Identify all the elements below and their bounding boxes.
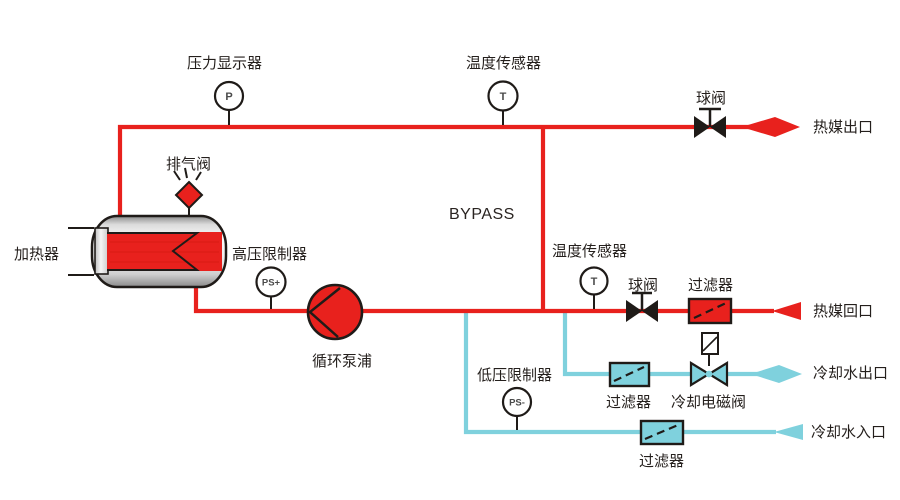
valve-body-icon <box>626 300 642 322</box>
cool-outlet-arrow <box>757 365 802 383</box>
low-pressure-switch: PS- <box>501 386 533 430</box>
instrument-bubble <box>487 80 519 112</box>
circulation-pump <box>306 283 364 341</box>
instrument-bubble <box>255 266 287 298</box>
label-hot-outlet: 热媒出口 <box>813 119 874 136</box>
solenoid-actuator-diagonal <box>702 336 718 352</box>
filter-screen-icon <box>613 366 645 382</box>
label-temp-sensor-top: 温度传感器 <box>466 55 542 72</box>
heater-element-outline <box>107 232 200 271</box>
label-exhaust-valve: 排气阀 <box>166 156 212 173</box>
filter-cool-out-symbol <box>608 361 651 388</box>
pressure-indicator: P <box>213 80 245 125</box>
valve-body-icon <box>710 116 726 138</box>
label-cool-inlet: 冷却水入口 <box>811 424 887 441</box>
exhaust-ray-icon <box>195 171 202 181</box>
filter-screen-icon <box>644 423 679 441</box>
instrument-bubble <box>579 266 609 296</box>
label-ball-valve-mid: 球阀 <box>628 277 659 294</box>
filter-screen-icon <box>693 302 727 319</box>
cool-inlet-arrow <box>774 424 803 440</box>
label-filter-cool-in: 过滤器 <box>639 453 685 470</box>
instrument-tag: P <box>225 91 232 103</box>
cooling-solenoid-valve <box>689 332 729 387</box>
instrument-bubble <box>213 80 245 112</box>
instrument-tag: T <box>500 91 507 103</box>
pump-body <box>306 283 364 341</box>
instrument-tag: PS+ <box>262 278 281 289</box>
label-heater: 加热器 <box>14 246 60 263</box>
filter-cool-in-symbol <box>639 419 685 446</box>
exhaust-ray-icon <box>184 167 188 179</box>
hot-supply-pipe <box>117 124 750 217</box>
temperature-sensor-top: T <box>487 80 519 125</box>
high-pressure-switch: PS+ <box>255 266 287 309</box>
heater-core <box>107 232 222 271</box>
label-filter-hot: 过滤器 <box>688 277 734 294</box>
label-hot-return: 热媒回口 <box>813 303 874 320</box>
label-filter-cool-out: 过滤器 <box>606 394 652 411</box>
label-temp-sensor-mid: 温度传感器 <box>552 243 628 260</box>
pump-impeller-icon <box>308 287 341 338</box>
label-cooling-solenoid: 冷却电磁阀 <box>671 394 747 411</box>
valve-center-dot <box>705 370 713 378</box>
hot-outlet-arrow <box>748 117 800 137</box>
ball-valve-mid <box>626 291 658 322</box>
valve-body-icon <box>706 361 729 387</box>
instrument-bubble <box>501 386 533 418</box>
instrument-tag: PS- <box>509 398 525 409</box>
filter-hot-symbol <box>687 297 733 325</box>
label-low-pressure-limiter: 低压限制器 <box>477 367 553 384</box>
hot-medium-pipes <box>117 124 774 314</box>
exhaust-ray-icon <box>173 170 181 181</box>
hot-return-arrow <box>772 302 801 320</box>
hot-return-pipe <box>193 286 774 314</box>
instrument-tag: T <box>591 276 598 288</box>
label-ball-valve-top: 球阀 <box>696 90 727 107</box>
ball-valve-top <box>694 107 726 138</box>
valve-body-icon <box>642 300 658 322</box>
label-pressure-display: 压力显示器 <box>187 55 263 72</box>
valve-body-icon <box>689 361 712 387</box>
exhaust-valve-diamond-icon <box>174 180 204 210</box>
label-high-pressure-limiter: 高压限制器 <box>232 246 308 263</box>
heater-tank <box>68 214 228 289</box>
label-circulation-pump: 循环泵浦 <box>312 353 373 370</box>
exhaust-valve <box>173 167 204 217</box>
temperature-sensor-mid: T <box>579 266 609 309</box>
label-cool-outlet: 冷却水出口 <box>813 365 889 382</box>
label-bypass: BYPASS <box>449 206 515 223</box>
heater-end-cap <box>94 227 109 275</box>
valve-body-icon <box>694 116 710 138</box>
